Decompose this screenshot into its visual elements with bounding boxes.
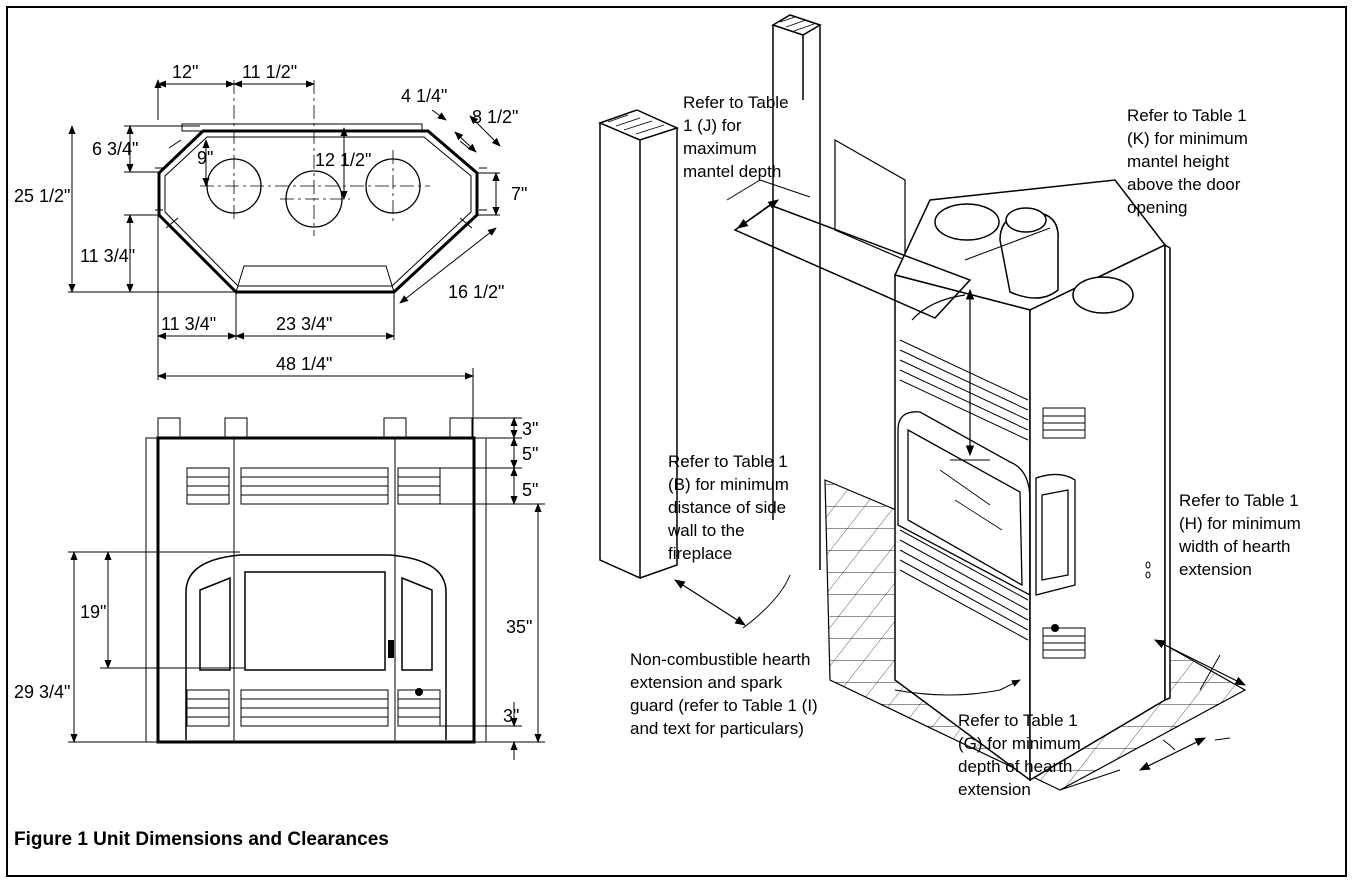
note-noncombustible-hearth: Non-combustible hearth extension and spa… bbox=[630, 650, 822, 738]
dim-11-5: 11 1/2" bbox=[242, 62, 297, 82]
dim-3-bottom: 3" bbox=[503, 706, 519, 726]
dim-9: 9" bbox=[197, 148, 213, 168]
perspective-door bbox=[897, 411, 1076, 597]
perspective-view: Refer to Table 1 (J) for maximum mantel … bbox=[597, 14, 1306, 799]
fireplace-body bbox=[893, 179, 1171, 782]
dim-8-5: 8 1/2" bbox=[472, 107, 518, 127]
dim-16-5: 16 1/2" bbox=[448, 282, 504, 302]
top-view-rear-lip bbox=[181, 123, 423, 132]
dim-23-75: 23 3/4" bbox=[276, 314, 332, 334]
top-view-front-bay bbox=[235, 265, 395, 293]
dim-29-75: 29 3/4" bbox=[14, 682, 70, 702]
dim-11-75-horizontal: 11 3/4" bbox=[161, 314, 216, 334]
perspective-louvers bbox=[899, 339, 1086, 659]
front-view: 48 1/4" bbox=[14, 340, 545, 760]
dim-7: 7" bbox=[511, 184, 527, 204]
dim-48-25: 48 1/4" bbox=[276, 354, 332, 374]
dim-12: 12" bbox=[172, 62, 198, 82]
dim-4-25: 4 1/4" bbox=[401, 86, 447, 106]
figure-caption: Figure 1 Unit Dimensions and Clearances bbox=[14, 829, 389, 850]
note-mantel-height: Refer to Table 1 (K) for minimum mantel … bbox=[1127, 106, 1253, 217]
bottom-louvers bbox=[186, 689, 441, 727]
back-wall-post bbox=[771, 14, 822, 570]
dim-25-5: 25 1/2" bbox=[14, 186, 70, 206]
note-mantel-depth: Refer to Table 1 (J) for maximum mantel … bbox=[683, 93, 793, 181]
note-hearth-depth: Refer to Table 1 (G) for minimum depth o… bbox=[958, 711, 1086, 799]
dim-3-top: 3" bbox=[522, 419, 538, 439]
top-view: 12" 11 1/2" 4 1/4" 8 1/2" 6 3/4" 9" 12 1… bbox=[14, 62, 527, 340]
note-side-wall-distance: Refer to Table 1 (B) for minimum distanc… bbox=[667, 452, 794, 563]
dim-11-75-vertical: 11 3/4" bbox=[80, 246, 135, 266]
side-wall-post bbox=[597, 109, 680, 580]
dim-35: 35" bbox=[506, 617, 532, 637]
front-door bbox=[185, 554, 447, 740]
figure-frame bbox=[6, 6, 1347, 877]
dim-19: 19" bbox=[80, 602, 106, 622]
dim-12-5: 12 1/2" bbox=[315, 150, 371, 170]
dim-5-b: 5" bbox=[522, 480, 538, 500]
top-louvers bbox=[186, 467, 441, 505]
dim-6-75: 6 3/4" bbox=[92, 139, 138, 159]
dim-5-a: 5" bbox=[522, 444, 538, 464]
note-hearth-width: Refer to Table 1 (H) for minimum width o… bbox=[1178, 491, 1306, 579]
front-body bbox=[156, 436, 476, 744]
door-latch bbox=[388, 640, 394, 658]
